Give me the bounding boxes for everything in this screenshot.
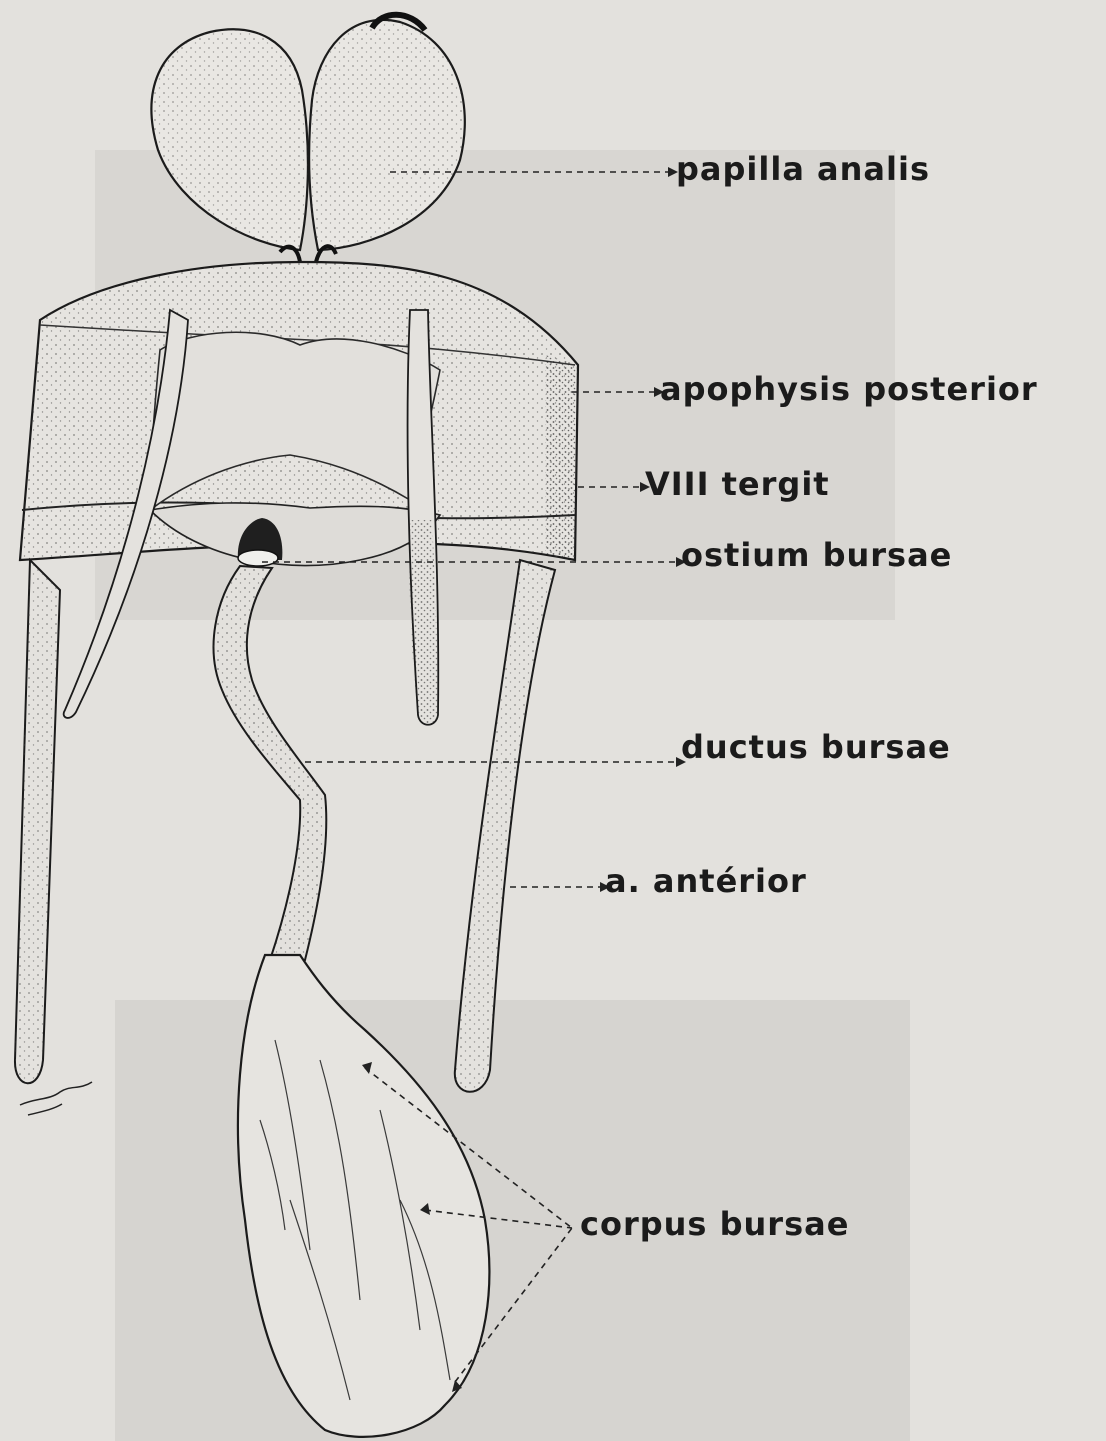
ductus-bursae-structure bbox=[214, 566, 327, 960]
label-papilla-analis: papilla analis bbox=[676, 150, 930, 188]
artist-signature bbox=[20, 1082, 92, 1115]
label-viii-tergit: VIII tergit bbox=[645, 465, 830, 503]
label-corpus-bursae: corpus bursae bbox=[580, 1205, 849, 1243]
label-ductus-bursae: ductus bursae bbox=[681, 728, 951, 766]
label-apophysis-posterior: apophysis posterior bbox=[660, 370, 1038, 408]
label-a-anterior: a. antérior bbox=[605, 862, 807, 900]
label-ostium-bursae: ostium bursae bbox=[681, 536, 952, 574]
